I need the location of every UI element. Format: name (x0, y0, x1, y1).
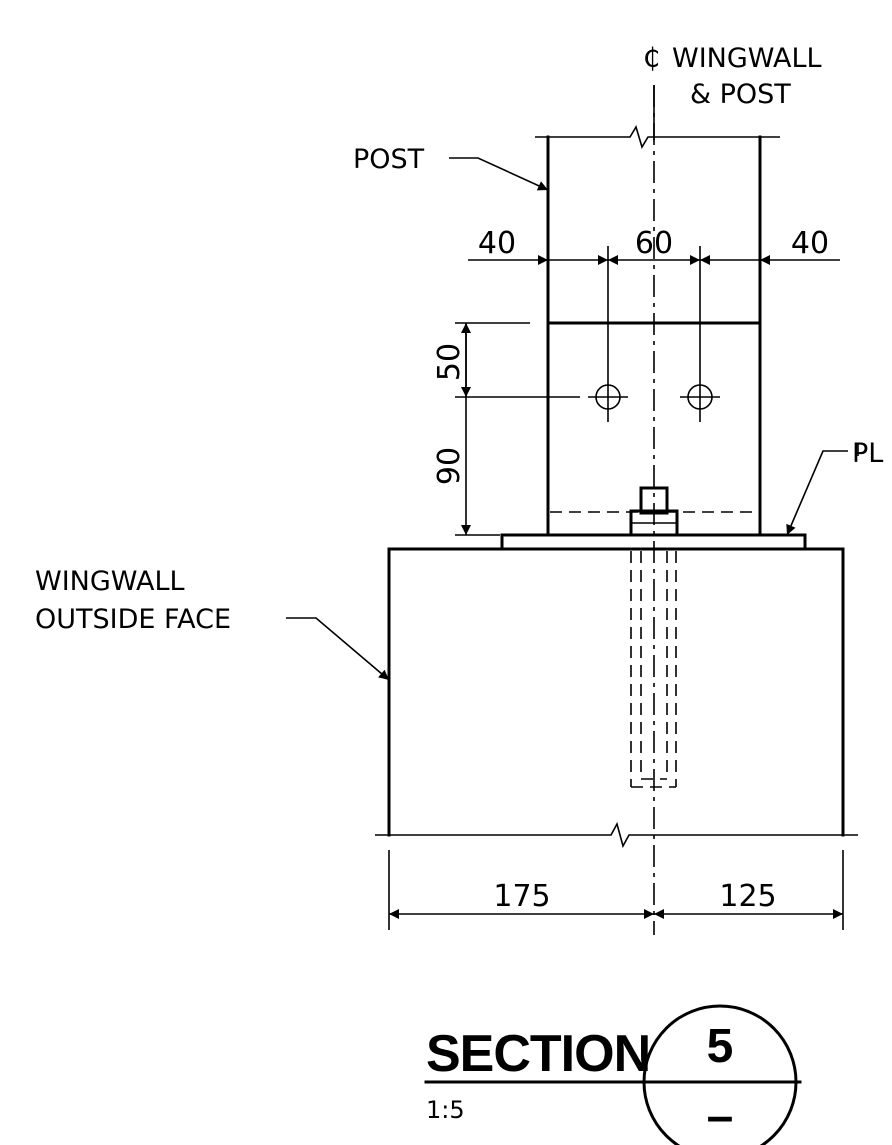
wingwall-label-line2: OUTSIDE FACE (35, 604, 231, 635)
post-label: POST (353, 144, 425, 175)
bolt-hole-left (588, 246, 628, 422)
post (535, 125, 780, 537)
dim-bolt-spacing: 60 (635, 226, 673, 261)
bolt-hole-right (680, 246, 720, 422)
dim-wall-right: 125 (719, 879, 776, 914)
vertical-dimensions (455, 322, 580, 536)
section-number: 5 (707, 1020, 734, 1073)
dim-post-right: 40 (791, 226, 829, 261)
section-callout-circle (642, 1004, 798, 1145)
dim-post-left: 40 (478, 226, 516, 261)
centerline-label-line1: WINGWALL (672, 43, 822, 74)
bottom-dimensions (388, 850, 844, 930)
dim-bolt-to-plate: 90 (432, 447, 467, 485)
section-title: SECTION (426, 1025, 650, 1083)
dim-top-to-bolt: 50 (432, 343, 467, 381)
scale-label: 1:5 (426, 1096, 465, 1124)
sheet-reference: – (707, 1090, 734, 1143)
section-title-block: SECTION 5 – 1:5 (424, 1004, 802, 1145)
wingwall (375, 547, 858, 849)
centerline-label-line2: & POST (690, 79, 791, 110)
post-leader (449, 157, 549, 191)
wingwall-leader (286, 617, 390, 681)
centerline-symbol: ₵ (643, 43, 660, 74)
wingwall-label-line1: WINGWALL (35, 566, 185, 597)
plate-leader (786, 450, 848, 536)
plate-label: PL (852, 438, 883, 469)
dim-wall-left: 175 (493, 879, 550, 914)
